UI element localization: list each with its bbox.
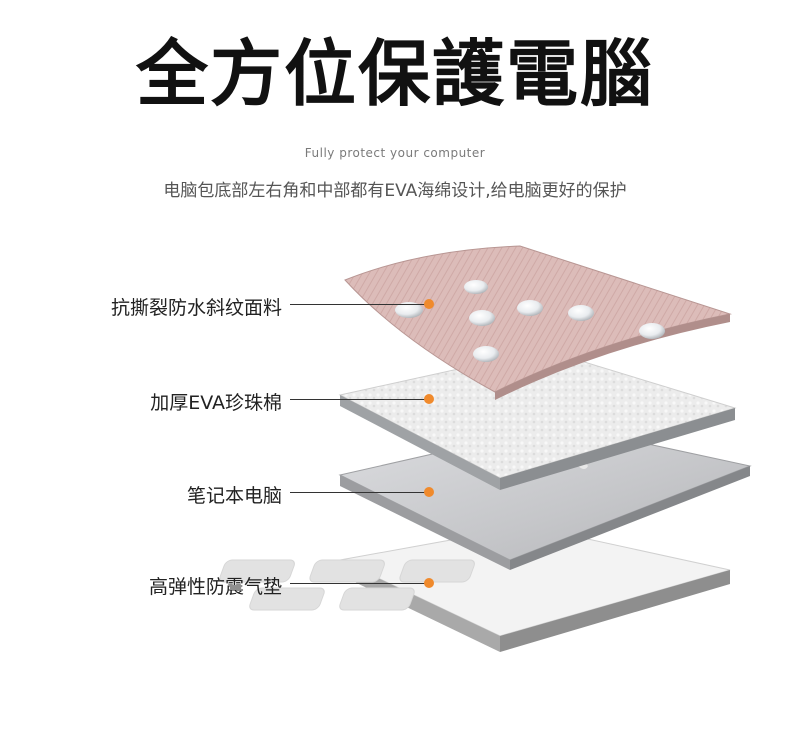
- water-drops: [395, 280, 665, 362]
- leader-line-fabric: [290, 304, 428, 305]
- leader-line-laptop: [290, 492, 428, 493]
- marker-dot-cushion: [424, 578, 434, 588]
- leader-line-foam: [290, 399, 428, 400]
- foam-layer: [338, 349, 737, 490]
- marker-dot-fabric: [424, 299, 434, 309]
- fabric-layer: [344, 245, 732, 400]
- cushion-layer: [219, 525, 731, 652]
- label-fabric: 抗撕裂防水斜纹面料: [110, 297, 282, 319]
- marker-dot-laptop: [424, 487, 434, 497]
- label-cushion: 高弹性防震气垫: [148, 576, 282, 598]
- label-laptop: 笔记本电脑: [186, 485, 282, 507]
- page-title: 全方位保護電腦: [135, 32, 654, 116]
- subtitle-english: Fully protect your computer: [304, 146, 486, 160]
- leader-line-cushion: [290, 583, 428, 584]
- subtitle-chinese: 电脑包底部左右角和中部都有EVA海绵设计,给电脑更好的保护: [163, 181, 627, 201]
- marker-dot-foam: [424, 394, 434, 404]
- label-foam: 加厚EVA珍珠棉: [150, 392, 282, 414]
